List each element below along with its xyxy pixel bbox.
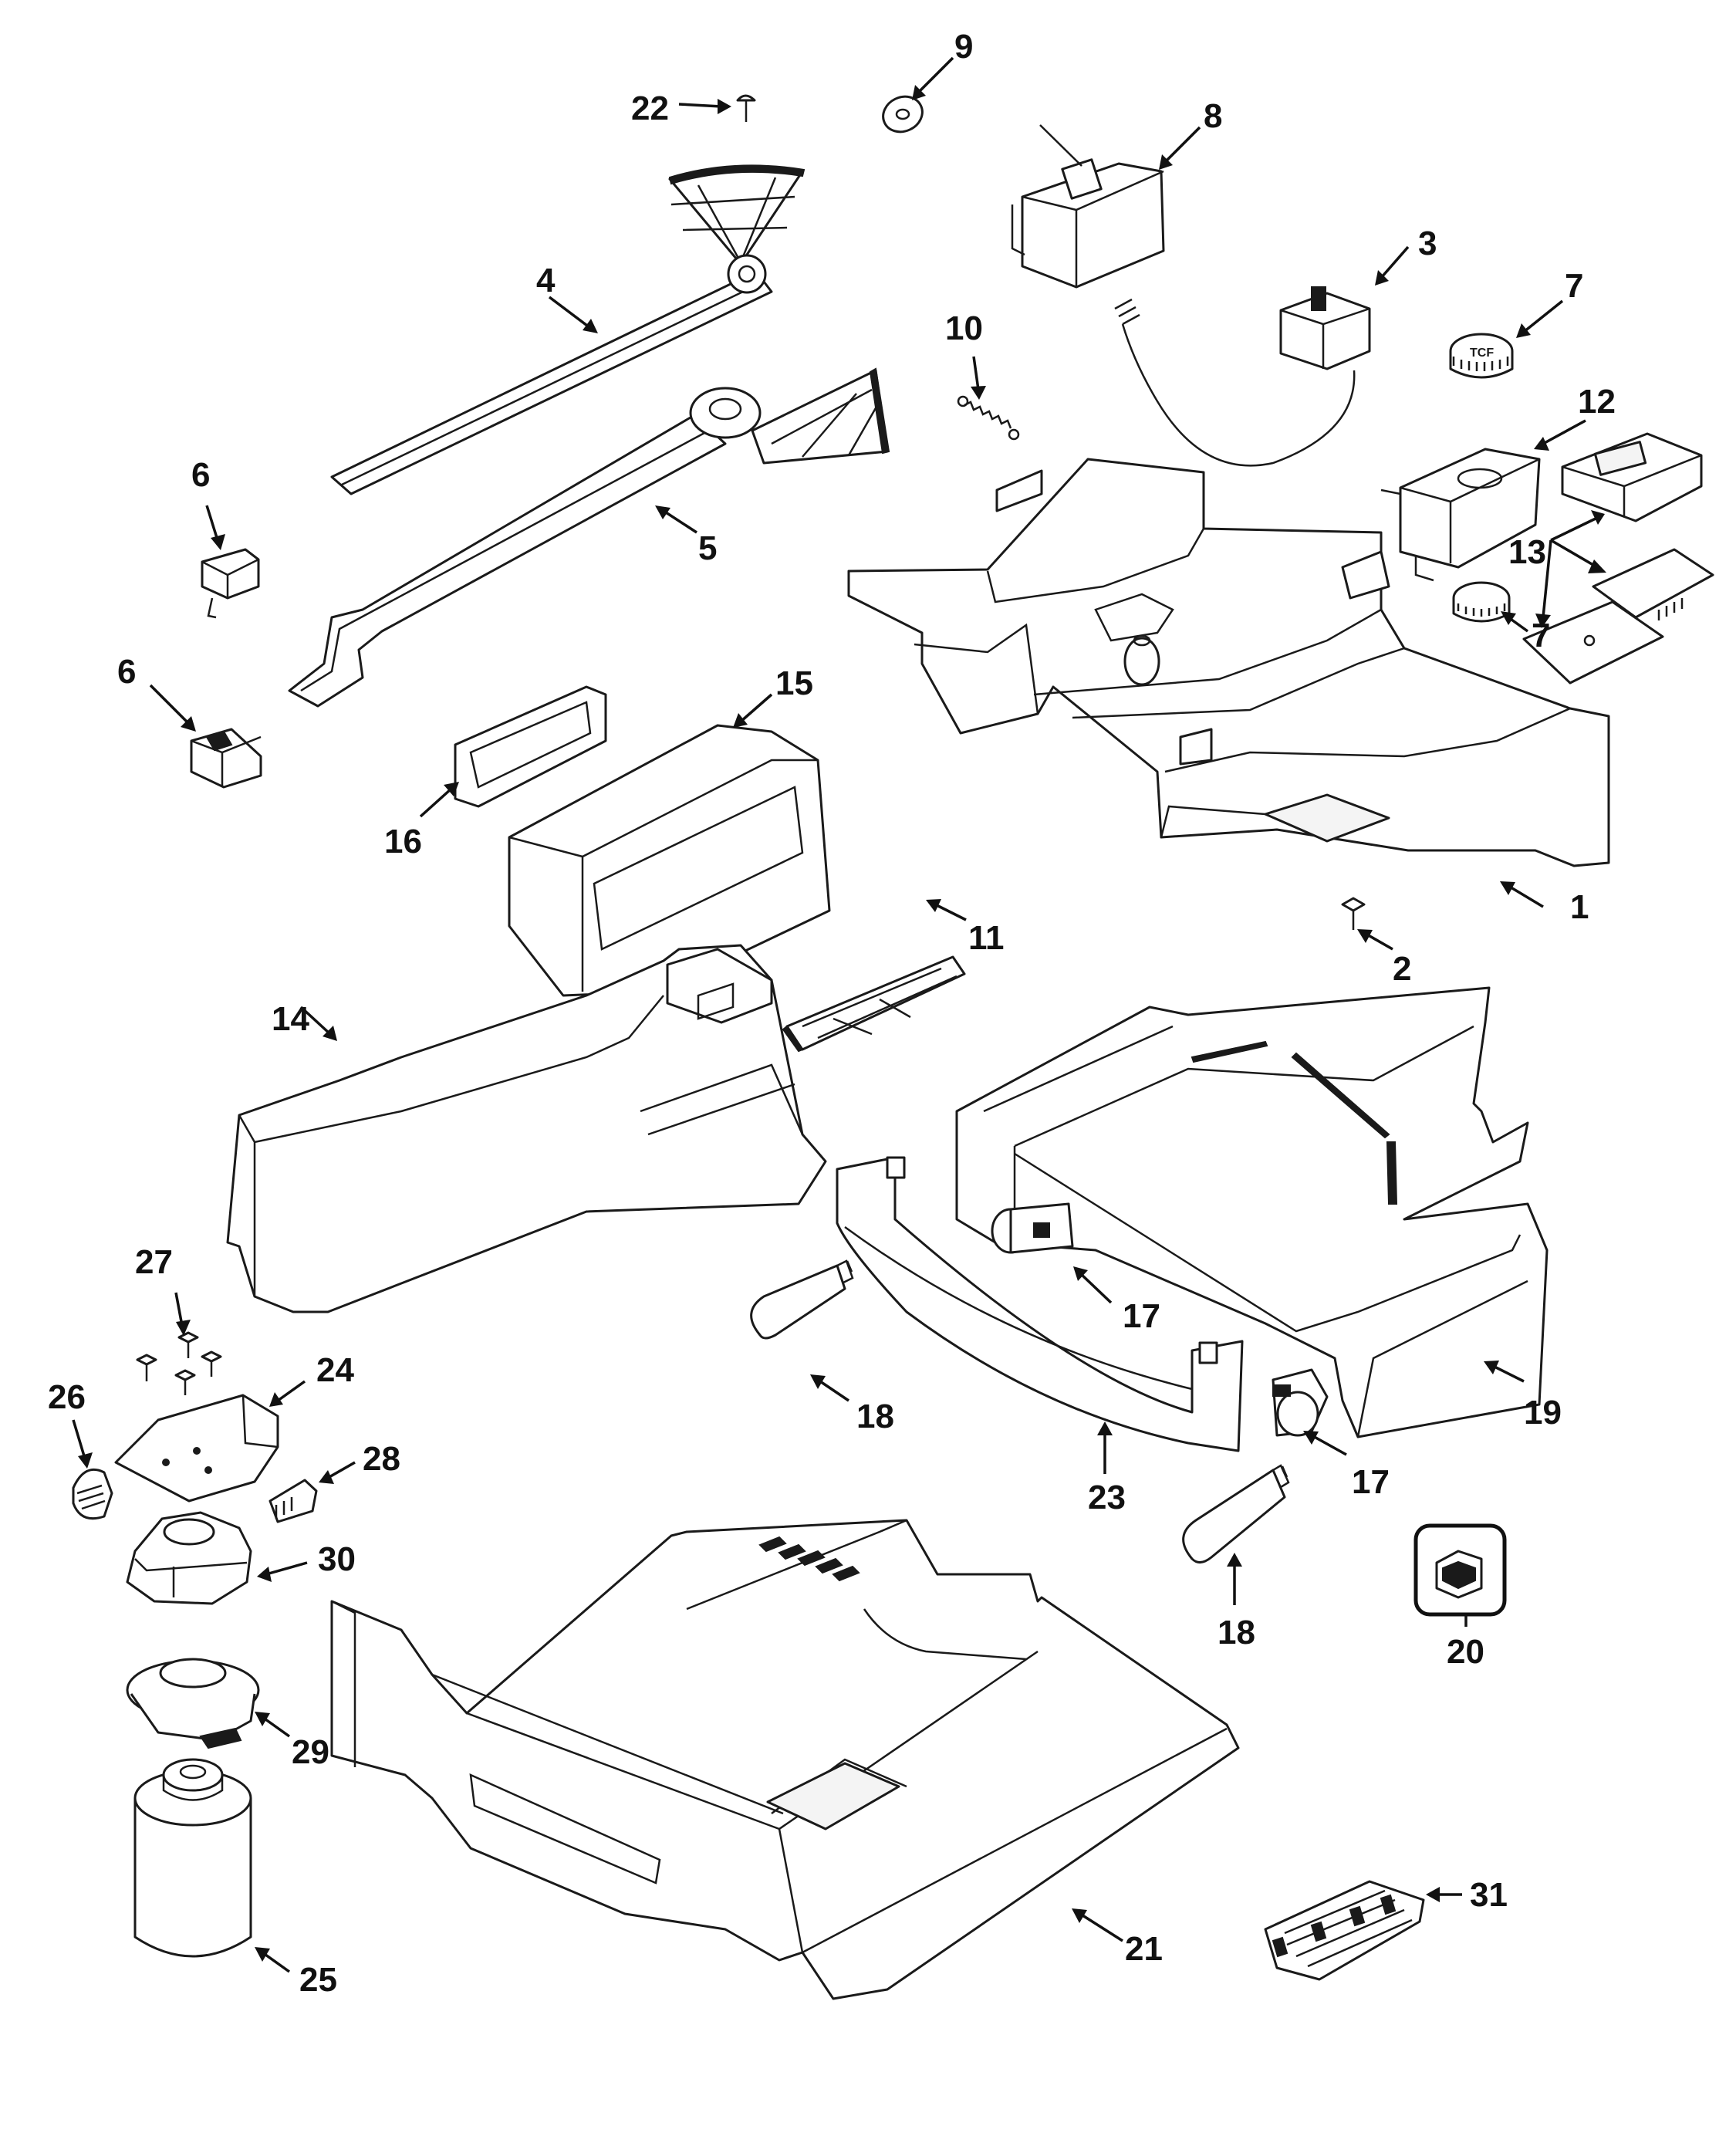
callout-7-upper: 7 bbox=[1565, 267, 1583, 305]
callout-4: 4 bbox=[536, 262, 556, 299]
part-21-drip-tray bbox=[330, 1519, 1240, 2000]
callout-18-lower: 18 bbox=[1218, 1614, 1255, 1651]
part-12-control-housing bbox=[1380, 448, 1541, 582]
callout-21: 21 bbox=[1125, 1930, 1163, 1968]
callout-17-lower: 17 bbox=[1352, 1463, 1390, 1501]
part-26-elbow-fitting bbox=[72, 1468, 113, 1520]
part-14-duct bbox=[226, 944, 827, 1313]
callout-23: 23 bbox=[1088, 1479, 1126, 1516]
callout-27: 27 bbox=[135, 1243, 173, 1281]
callout-12: 12 bbox=[1578, 383, 1616, 421]
callout-1: 1 bbox=[1570, 888, 1589, 926]
callout-15: 15 bbox=[775, 664, 813, 702]
callout-labels: 1 2 3 4 5 6 6 7 7 8 9 10 11 12 13 14 15 … bbox=[48, 28, 1616, 1999]
callout-7-lower: 7 bbox=[1532, 617, 1550, 654]
part-27-screws bbox=[136, 1331, 222, 1395]
callout-2: 2 bbox=[1393, 950, 1411, 988]
callout-19: 19 bbox=[1524, 1394, 1562, 1432]
callout-26: 26 bbox=[48, 1378, 86, 1416]
part-4-arm bbox=[330, 164, 806, 495]
part-18-bulb-upper bbox=[750, 1259, 854, 1340]
part-31-drip-grille bbox=[1264, 1880, 1425, 1981]
part-7-knob-upper: TCF bbox=[1449, 333, 1514, 379]
callout-22: 22 bbox=[631, 90, 669, 127]
leader-arrows bbox=[72, 56, 1606, 1973]
callout-13: 13 bbox=[1508, 533, 1546, 571]
callout-31: 31 bbox=[1470, 1876, 1508, 1914]
part-17-socket-lower bbox=[1272, 1368, 1329, 1437]
callout-3: 3 bbox=[1418, 225, 1437, 262]
part-15-duct bbox=[508, 724, 831, 997]
callout-11: 11 bbox=[968, 919, 1005, 957]
part-3-thermostat bbox=[1114, 286, 1371, 467]
part-22-screw bbox=[736, 94, 756, 122]
part-11-filter-grille bbox=[782, 955, 966, 1053]
callout-9: 9 bbox=[954, 28, 973, 66]
callout-14: 14 bbox=[272, 1000, 309, 1038]
part-13-cover-and-boards bbox=[1522, 432, 1714, 685]
callout-6-lower: 6 bbox=[117, 653, 136, 691]
part-5-arm bbox=[288, 367, 890, 708]
part-18-bulb-lower bbox=[1182, 1464, 1290, 1563]
callout-28: 28 bbox=[363, 1440, 400, 1478]
part-23-light-bezel bbox=[836, 1156, 1244, 1452]
part-7-knob-lower bbox=[1452, 581, 1511, 623]
part-8-motor-housing bbox=[1011, 124, 1165, 289]
callout-16: 16 bbox=[384, 823, 422, 860]
callout-24: 24 bbox=[316, 1351, 354, 1389]
callout-6-upper: 6 bbox=[191, 456, 210, 494]
callout-5: 5 bbox=[698, 529, 717, 567]
part-28-fitting bbox=[269, 1479, 318, 1523]
part-24-mounting-bracket bbox=[114, 1394, 279, 1503]
callout-25: 25 bbox=[299, 1961, 337, 1999]
callout-30: 30 bbox=[318, 1540, 356, 1578]
part-6-clip-lower bbox=[190, 728, 262, 789]
part-16-gasket bbox=[454, 685, 607, 808]
callout-17-upper: 17 bbox=[1123, 1297, 1160, 1335]
part-6-clip-upper bbox=[201, 548, 260, 619]
part-9-washer bbox=[882, 95, 924, 134]
part-1-control-housing bbox=[847, 458, 1610, 867]
part-30-filter-head bbox=[126, 1511, 252, 1605]
part-25-filter-canister bbox=[133, 1758, 252, 1958]
part-2-screw bbox=[1341, 897, 1366, 930]
callout-29: 29 bbox=[292, 1733, 329, 1771]
callout-18-upper: 18 bbox=[856, 1398, 894, 1435]
svg-text:TCF: TCF bbox=[1470, 346, 1494, 360]
callout-8: 8 bbox=[1204, 97, 1222, 135]
part-10-spring bbox=[957, 395, 1020, 441]
part-20-switch bbox=[1413, 1523, 1507, 1617]
callout-10: 10 bbox=[945, 309, 983, 347]
part-29-filter-cap bbox=[126, 1658, 260, 1749]
part-17-socket-upper bbox=[991, 1202, 1074, 1254]
callout-20: 20 bbox=[1447, 1633, 1484, 1671]
